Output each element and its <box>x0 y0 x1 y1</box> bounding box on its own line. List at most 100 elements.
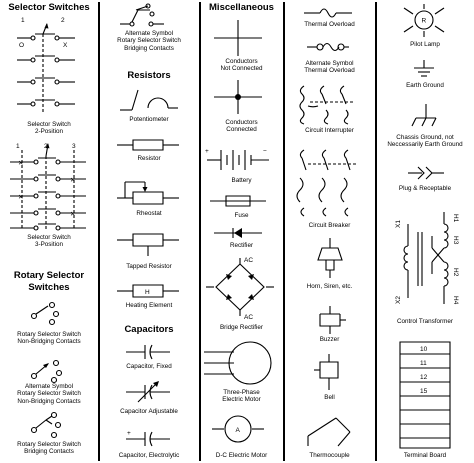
label-capacitor-electrolytic: Capacitor, Electrolytic <box>118 452 180 459</box>
bell-symbol <box>314 354 344 390</box>
label-thermocouple: Thermocouple <box>309 452 350 459</box>
label-alt-bridging: Alternate Symbol Rotary Selector Switch … <box>117 30 181 52</box>
cap-electrolytic-plus: + <box>127 430 131 437</box>
terminal-number: 11 <box>420 360 427 367</box>
sw3-num-2: 2 <box>44 143 48 150</box>
terminal-number: 15 <box>420 388 428 395</box>
svg-text:O: O <box>19 42 24 49</box>
battery-symbol: + − <box>205 148 273 172</box>
label-rectifier: Rectifier <box>229 242 254 249</box>
label-alt-non-bridging: Alternate Symbol Rotary Selector Switch … <box>17 383 81 405</box>
thermocouple-symbol <box>306 414 352 448</box>
column-divider-2 <box>199 2 201 461</box>
alt-thermal-overload-symbol <box>305 38 351 56</box>
sw3-num-1: 1 <box>16 143 20 150</box>
dc-motor-letter: A <box>236 427 241 434</box>
alt-rotary-switch-bridging-symbol <box>118 2 168 28</box>
label-plug-receptacle: Plug & Receptable <box>398 185 452 192</box>
label-capacitor-fixed: Capacitor, Fixed <box>126 363 172 370</box>
resistor-symbol <box>115 138 181 152</box>
conductors-not-connected-symbol <box>210 20 266 56</box>
pilot-lamp-letter: R <box>422 18 427 25</box>
label-potentiometer: Potentiometer <box>129 116 169 123</box>
label-fuse: Fuse <box>234 212 249 219</box>
xfmr-h4: H4 <box>452 296 459 305</box>
horn-siren-symbol <box>316 238 344 278</box>
bridge-rectifier-symbol: AC AC <box>206 257 276 321</box>
label-rheostat: Rheostat <box>136 210 162 217</box>
dc-motor-symbol: A <box>210 414 266 444</box>
xfmr-h2: H2 <box>452 268 459 277</box>
section-title-miscellaneous: Miscellaneous <box>209 2 274 13</box>
chassis-ground-symbol <box>410 104 440 128</box>
capacitor-fixed-symbol <box>124 344 172 360</box>
label-dc-motor: D-C Electric Motor <box>215 452 268 459</box>
label-bridge-rectifier: Bridge Rectifier <box>219 324 264 331</box>
label-conductors-not-connected: Conductors Not Connected <box>220 58 263 73</box>
column-divider-3 <box>283 2 285 461</box>
label-heating-element: Heating Element <box>125 302 173 309</box>
svg-text:✕: ✕ <box>70 177 75 184</box>
three-phase-motor-symbol <box>204 340 274 386</box>
fuse-symbol <box>208 194 268 208</box>
alt-rotary-switch-non-bridging-symbol <box>30 358 68 382</box>
capacitor-electrolytic-symbol: + <box>124 430 172 446</box>
label-bell: Bell <box>324 394 335 401</box>
sw3-num-3: 3 <box>72 143 76 150</box>
label-pilot-lamp: Pilot Lamp <box>410 41 440 48</box>
section-title-rotary-selector-switches: Rotary Selector Switches <box>13 270 85 293</box>
svg-text:✕: ✕ <box>70 211 75 218</box>
label-selector-switch-2: Selector Switch 2-Position <box>27 121 71 136</box>
earth-ground-symbol <box>410 60 438 80</box>
column-divider-1 <box>98 2 100 461</box>
heating-element-symbol: H <box>115 284 181 298</box>
bridge-ac-top: AC <box>244 257 253 264</box>
selector-switch-2-position-symbol: 1 2 O X <box>15 17 77 114</box>
control-transformer-symbol: X1 X2 H1 H3 H2 H4 <box>395 206 459 305</box>
label-alt-thermal-overload: Alternate Symbol Thermal Overload <box>304 60 355 75</box>
terminal-number: 12 <box>420 374 428 381</box>
tapped-resistor-symbol <box>115 232 181 256</box>
label-rotary-bridging: Rotary Selector Switch Bridging Contacts <box>17 441 81 456</box>
column-divider-4 <box>375 2 377 461</box>
label-tapped-resistor: Tapped Resistor <box>126 263 172 270</box>
circuit-interrupter-symbol <box>296 84 362 124</box>
svg-text:✕: ✕ <box>18 160 23 167</box>
section-title-selector-switches: Selector Switches <box>8 2 90 13</box>
conductors-connected-symbol <box>210 80 266 114</box>
xfmr-x1: X1 <box>395 220 402 228</box>
section-title-resistors: Resistors <box>127 70 171 81</box>
battery-minus: − <box>263 148 267 155</box>
terminal-number: 10 <box>420 346 428 353</box>
plug-receptacle-symbol <box>406 164 446 182</box>
label-circuit-interrupter: Circuit Interrupter <box>305 127 354 134</box>
label-buzzer: Buzzer <box>319 336 340 343</box>
label-terminal-board: Terminal Board <box>403 452 447 459</box>
terminal-board-symbol: 10 11 12 15 <box>396 340 454 448</box>
xfmr-h1: H1 <box>452 214 459 223</box>
circuit-breaker-symbol <box>296 148 362 218</box>
sw-num-2: 2 <box>61 17 65 24</box>
label-conductors-connected: Conductors Connected <box>225 119 258 134</box>
pilot-lamp-symbol: R <box>400 4 448 38</box>
sw-num-1: 1 <box>21 17 25 24</box>
capacitor-adjustable-symbol <box>124 381 172 404</box>
label-selector-switch-3: Selector Switch 3-Position <box>27 234 71 249</box>
label-control-transformer: Control Transformer <box>397 318 453 325</box>
label-horn-siren: Horn, Siren, etc. <box>306 283 353 290</box>
potentiometer-symbol <box>118 86 180 112</box>
rotary-switch-non-bridging-symbol <box>30 300 68 324</box>
svg-text:X: X <box>63 42 68 49</box>
selector-switch-3-position-symbol: 1 2 3 ✕ ✕ ✕ ✕ <box>8 143 88 232</box>
label-three-phase-motor: Three-Phase Electric Motor <box>222 389 261 404</box>
label-earth-ground: Earth Ground <box>406 82 444 89</box>
rheostat-symbol <box>115 178 181 206</box>
section-title-capacitors: Capacitors <box>124 324 174 335</box>
buzzer-symbol <box>316 306 346 334</box>
rotary-switch-bridging-symbol <box>30 410 68 438</box>
label-battery: Battery <box>231 177 252 184</box>
heating-element-letter: H <box>145 289 150 296</box>
label-circuit-breaker: Circuit Breaker <box>308 222 351 229</box>
svg-text:✕: ✕ <box>18 194 23 201</box>
label-rotary-non-bridging: Rotary Selector Switch Non-Bridging Cont… <box>17 331 81 346</box>
